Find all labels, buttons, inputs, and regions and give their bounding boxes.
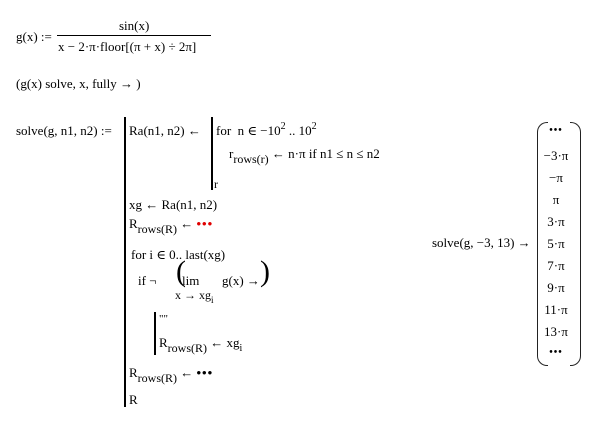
solve-definition-lhs: solve(g, n1, n2) := xyxy=(16,123,112,138)
r-final-assign: Rrows(R) ← ••• xyxy=(129,365,214,385)
vector-element: 11·π xyxy=(544,302,568,317)
inner-return-r: r xyxy=(214,177,218,191)
inner-r-assign: rrows(r) ← n·π if n1 ≤ n ≤ n2 xyxy=(229,146,380,166)
r-init-assign: Rrows(R) ← ••• xyxy=(129,216,214,236)
R-subscript: rows(R) xyxy=(167,341,207,355)
assign-xg: ← xg xyxy=(210,335,240,350)
symbolic-solve-expression[interactable]: (g(x) solve, x, fully → ) xyxy=(16,76,141,91)
assign-arrow: ← xyxy=(180,365,194,380)
ra-assign: Ra(n1, n2) ← xyxy=(129,123,201,138)
for-range-end: .. 10 xyxy=(285,123,312,138)
vector-element: −3·π xyxy=(543,148,569,163)
placeholder-dots: ••• xyxy=(196,365,214,380)
xg-subscript: i xyxy=(239,343,243,354)
return-R: R xyxy=(129,392,138,407)
for-keyword: for xyxy=(216,123,232,138)
R-variable: R xyxy=(129,365,138,380)
vector-element: ••• xyxy=(549,125,563,136)
if-body-assign: Rrows(R) ← xgi xyxy=(159,335,243,355)
g-definition-lhs: g(x) := xyxy=(16,29,52,44)
program-bar-if xyxy=(154,312,156,355)
solve-call[interactable]: solve(g, −3, 13) → xyxy=(432,235,531,250)
exponent: 2 xyxy=(280,121,286,132)
r-assign-expr: ← n·π if n1 ≤ n ≤ n2 xyxy=(271,146,380,161)
vector-element: ••• xyxy=(549,347,563,358)
lim-function: g(x) → xyxy=(222,273,260,288)
R-subscript: rows(R) xyxy=(137,371,177,385)
vector-element: 3·π xyxy=(547,214,565,229)
r-variable: r xyxy=(229,146,234,161)
placeholder-red[interactable]: ••• xyxy=(196,216,214,231)
lim-label: lim xyxy=(182,273,200,288)
R-variable: R xyxy=(129,216,138,231)
exponent: 2 xyxy=(311,121,317,132)
R-variable: R xyxy=(159,335,168,350)
right-paren: ) xyxy=(260,255,270,288)
outer-for-line: for i ∈ 0.. last(xg) xyxy=(131,247,226,262)
xg-assign: xg ← Ra(n1, n2) xyxy=(129,197,218,212)
left-paren: ( xyxy=(176,255,186,288)
g-numerator: sin(x) xyxy=(119,18,150,33)
R-subscript: rows(R) xyxy=(137,222,177,236)
vector-element: 9·π xyxy=(547,280,565,295)
r-subscript: rows(r) xyxy=(233,152,269,166)
vector-element: −π xyxy=(549,170,563,185)
lim-approach: x → xg xyxy=(175,288,211,302)
vector-element: 7·π xyxy=(547,258,565,273)
program-bar-inner xyxy=(211,117,213,190)
vector-element: 13·π xyxy=(544,324,568,339)
fraction-bar xyxy=(57,35,211,36)
lim-subscript: i xyxy=(211,295,214,305)
inner-for-line: for n ∈ −102 .. 102 xyxy=(216,121,317,139)
g-denominator: x − 2·π·floor[(π + x) ÷ 2π] xyxy=(58,39,197,54)
empty-string: "" xyxy=(159,313,168,325)
if-label: if ¬ xyxy=(138,273,157,288)
program-bar-outer xyxy=(124,117,126,407)
lim-under: x → xgi xyxy=(175,288,214,305)
vector-element: 5·π xyxy=(547,236,565,251)
vector-element: π xyxy=(552,192,560,207)
for-range-start: n ∈ −10 xyxy=(237,123,281,138)
assign-arrow: ← xyxy=(180,216,194,231)
